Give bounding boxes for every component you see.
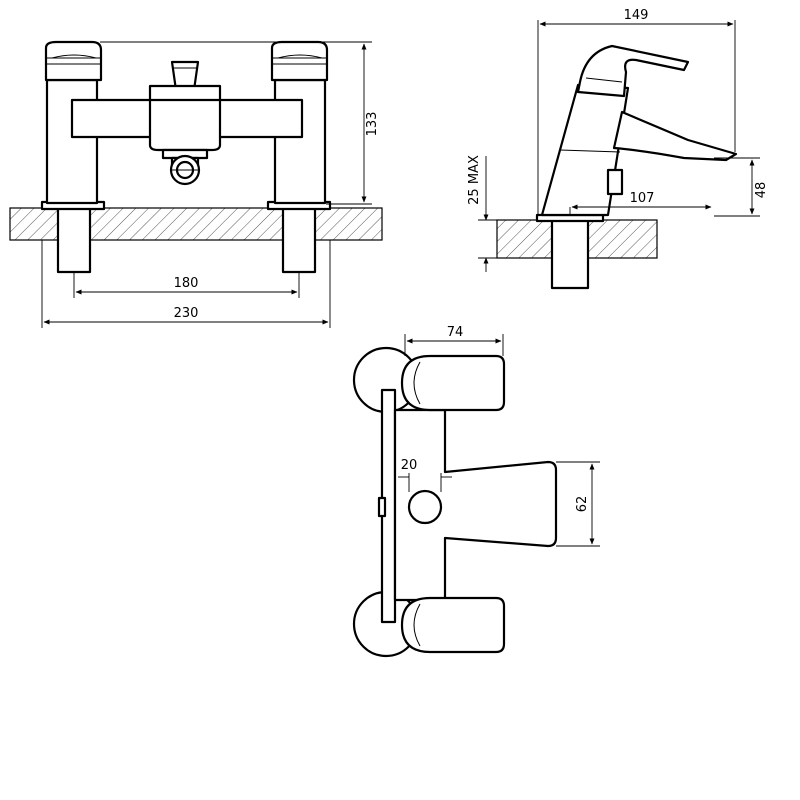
side-diverter	[606, 168, 624, 196]
side-tail	[550, 216, 590, 290]
dim-plan-knob: 20	[401, 458, 418, 473]
front-right-pillar	[273, 78, 327, 205]
dim-front-centres: 180	[174, 276, 199, 291]
front-right-handle	[270, 40, 329, 82]
side-spout	[612, 110, 738, 162]
dim-side-projection: 107	[630, 191, 655, 206]
side-body	[540, 83, 630, 217]
dim-front-width: 230	[174, 306, 199, 321]
dim-plan-spout-width: 62	[575, 496, 590, 513]
dim-plan-handle-depth: 74	[447, 325, 464, 340]
dim-side-deck-thickness: 25 MAX	[467, 155, 482, 205]
plan-body	[393, 408, 558, 602]
dim-side-reach: 149	[624, 8, 649, 23]
front-right-tail	[281, 204, 317, 274]
side-view: 149 107 48 25 MAX	[467, 8, 769, 290]
plan-top-handle	[400, 354, 506, 412]
plan-bottom-handle	[400, 596, 506, 654]
plan-knob	[407, 489, 443, 525]
dim-side-spout-height: 48	[754, 182, 769, 199]
front-left-handle	[44, 40, 103, 82]
front-left-tail	[56, 204, 92, 274]
front-spout	[148, 98, 222, 152]
side-handle	[576, 44, 690, 98]
front-view: 133 180 230	[9, 40, 383, 328]
dim-front-height: 133	[365, 112, 380, 137]
front-left-pillar	[45, 78, 99, 205]
plan-view: 74 20 62	[352, 325, 600, 658]
